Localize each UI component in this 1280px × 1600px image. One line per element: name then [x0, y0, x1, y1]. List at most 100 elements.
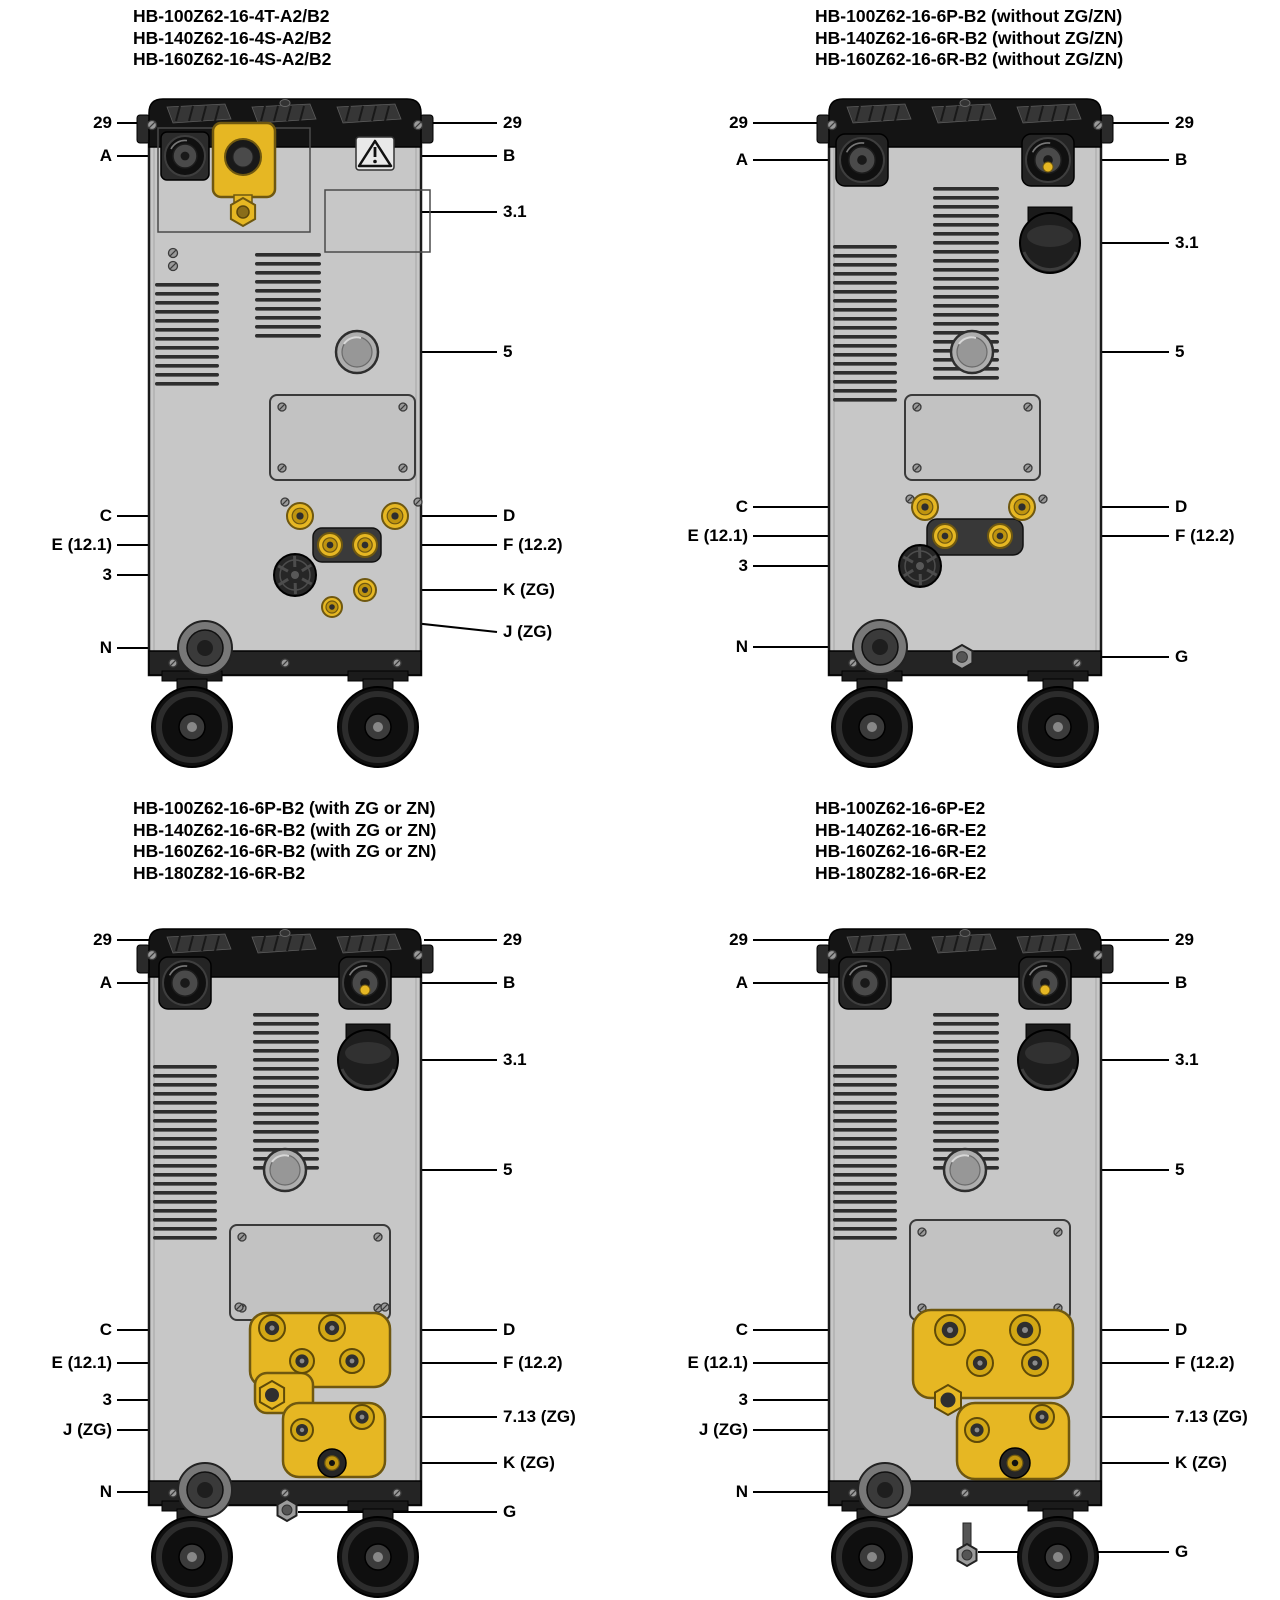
blind-plug-5 [949, 329, 995, 375]
callout-label: B [503, 973, 516, 992]
fitting-j-zg [321, 596, 343, 618]
callout-label: E (12.1) [51, 1353, 112, 1372]
screw [167, 260, 179, 272]
screw [960, 1488, 970, 1498]
connector-a [158, 956, 212, 1010]
callout-label: D [503, 506, 516, 525]
screw [826, 119, 838, 131]
screw [168, 1488, 178, 1498]
vent-louvers [155, 283, 219, 386]
screw [373, 1232, 383, 1242]
screw [1092, 949, 1104, 961]
callout-label: 29 [729, 113, 748, 132]
screw [912, 402, 922, 412]
model-title: HB-140Z62-16-4S-A2/B2 [133, 27, 332, 48]
connector-b [1021, 133, 1075, 187]
rotary-knob-3 [898, 544, 942, 588]
callout-label: 3 [738, 1390, 748, 1409]
screw [912, 463, 922, 473]
screw [1023, 402, 1033, 412]
connector-b [1018, 956, 1072, 1010]
socket-f-12-2 [1021, 1349, 1049, 1377]
callout-label: 7.13 (ZG) [503, 1407, 576, 1426]
callout-label: C [99, 506, 112, 525]
socket-c [258, 1314, 286, 1342]
fitting-k-zg [999, 1447, 1031, 1479]
socket-f-12-2 [987, 523, 1013, 549]
fitting-k-zg [317, 1448, 347, 1478]
model-title: HB-100Z62-16-4T-A2/B2 [133, 6, 330, 26]
callout-label: E (12.1) [687, 1353, 748, 1372]
blind-plug-5 [334, 329, 380, 375]
caster-wheel [151, 1500, 233, 1598]
blind-cap-3-1 [1017, 1023, 1079, 1091]
callout-label: C [735, 497, 748, 516]
callout-label: 29 [1175, 930, 1194, 949]
screw [280, 497, 290, 507]
model-title: HB-140Z62-16-6R-B2 (with ZG or ZN) [133, 819, 437, 840]
drain-nut-g [956, 1542, 978, 1568]
callout-label: D [1175, 1320, 1188, 1339]
diagram-panel-2: HB-100Z62-16-6P-B2 (without ZG/ZN) HB-14… [640, 0, 1280, 790]
round-connector [1022, 960, 1068, 1006]
model-title: HB-160Z62-16-6R-E2 [815, 841, 987, 861]
callout-label: A [735, 973, 748, 992]
valve-block-b [211, 121, 277, 228]
round-connector [839, 137, 885, 183]
callout-label: F (12.2) [1175, 526, 1235, 545]
socket-d [318, 1314, 346, 1342]
blind-plug-5 [262, 1147, 308, 1193]
socket-c [911, 493, 939, 521]
model-title: HB-160Z62-16-6R-B2 (without ZG/ZN) [815, 49, 1124, 69]
socket-e-12-1 [289, 1348, 315, 1374]
coupling-n [177, 1462, 233, 1518]
callout-label: 5 [503, 1160, 513, 1179]
socket-c [934, 1314, 966, 1346]
screw [412, 949, 424, 961]
model-title-block: HB-100Z62-16-4T-A2/B2 HB-140Z62-16-4S-A2… [133, 6, 331, 71]
socket-e-12-1 [966, 1349, 994, 1377]
screw [1072, 658, 1082, 668]
fitting-j-zg [290, 1418, 314, 1442]
caster-wheel [1017, 1500, 1099, 1598]
round-connector [162, 960, 208, 1006]
access-panel [909, 1219, 1071, 1321]
fitting-7-13-zg [1029, 1404, 1055, 1430]
socket-c [286, 502, 314, 530]
machine-rear-view [136, 928, 434, 1598]
socket-f-12-2 [339, 1348, 365, 1374]
callout-label: J (ZG) [62, 1420, 112, 1439]
screw [277, 463, 287, 473]
model-title: HB-100Z62-16-6P-E2 [815, 798, 986, 818]
screw [380, 1302, 390, 1312]
fitting-j-zg [964, 1417, 990, 1443]
model-title: HB-180Z82-16-6R-E2 [815, 862, 987, 883]
screw [146, 119, 158, 131]
callout-label: N [735, 1482, 748, 1501]
caster-wheel [337, 670, 419, 768]
callout-label: B [1175, 150, 1188, 169]
access-panel [269, 394, 416, 481]
screw [168, 658, 178, 668]
screw [392, 658, 402, 668]
callout-label: C [735, 1320, 748, 1339]
screw [167, 247, 179, 259]
machine-rear-view [816, 98, 1114, 768]
socket-d [381, 502, 409, 530]
screw [1072, 1488, 1082, 1498]
callout-label: 3 [102, 565, 112, 584]
screw [280, 658, 290, 668]
fitting-k-zg [353, 578, 377, 602]
socket-e-12-1 [932, 523, 958, 549]
caster-wheel [1017, 670, 1099, 768]
callout-label: 3.1 [503, 1050, 527, 1069]
screw [1038, 494, 1048, 504]
callout-label: K (ZG) [503, 1453, 555, 1472]
caster-wheel [831, 1500, 913, 1598]
screw [848, 1488, 858, 1498]
callout-label: F (12.2) [1175, 1353, 1235, 1372]
callout-label: B [1175, 973, 1188, 992]
callout-label: 5 [1175, 1160, 1185, 1179]
callout-label: 5 [503, 342, 513, 361]
blind-cap-3-1 [337, 1023, 399, 1091]
